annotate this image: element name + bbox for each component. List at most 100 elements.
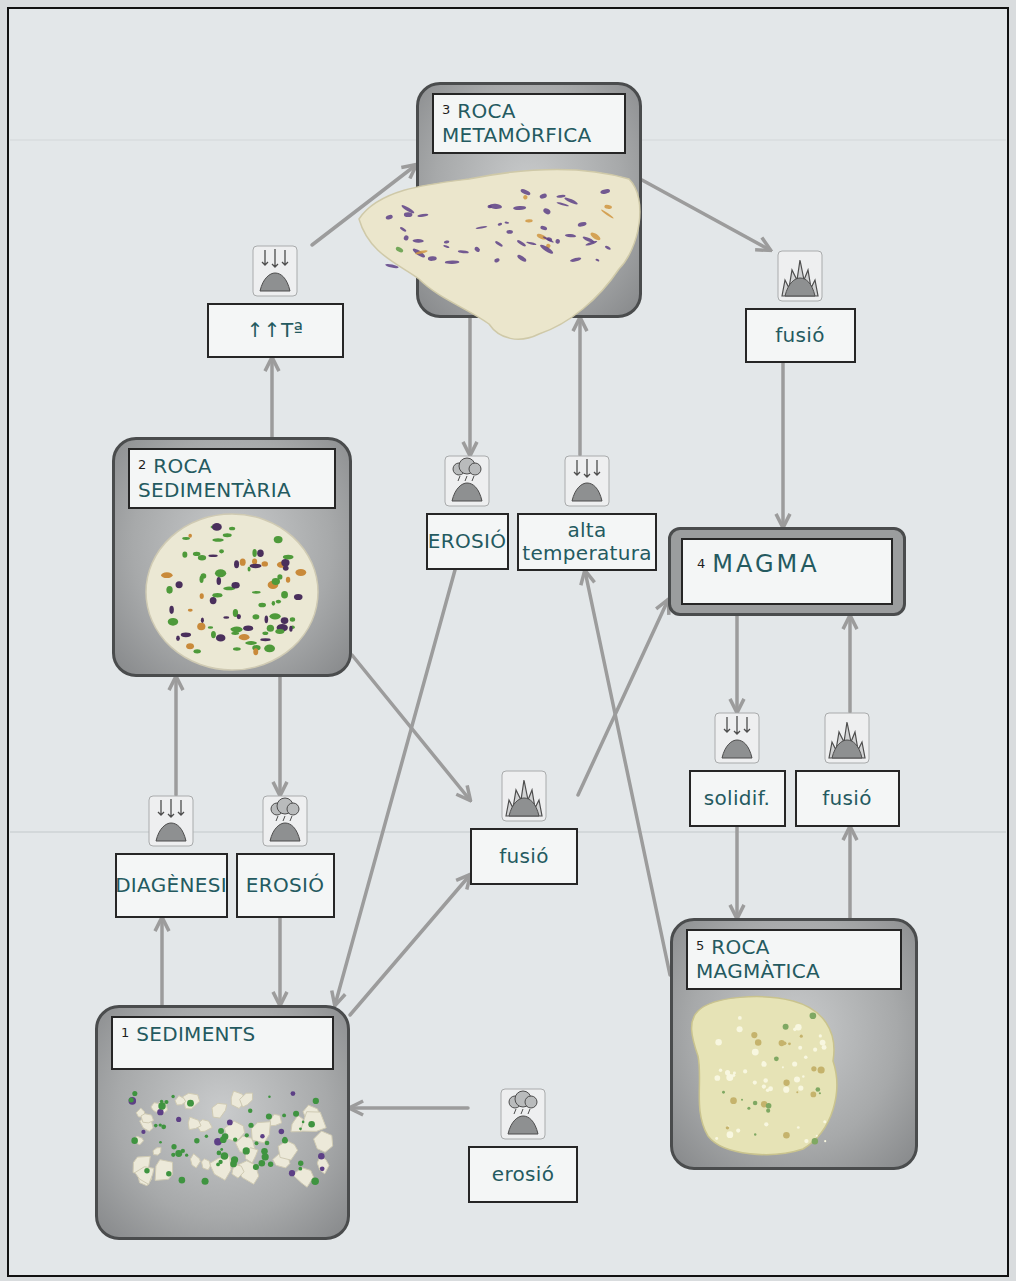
grain-speck bbox=[289, 626, 292, 632]
process-arrow bbox=[350, 1106, 468, 1110]
mineral-streak bbox=[556, 194, 565, 198]
sediment-crumb bbox=[293, 1168, 314, 1188]
grain-speck bbox=[168, 618, 178, 626]
grain-speck bbox=[265, 615, 269, 623]
icon-card bbox=[253, 246, 297, 296]
mineral-streak bbox=[412, 239, 423, 243]
icon-card bbox=[715, 713, 759, 763]
mound-symbol bbox=[508, 1116, 538, 1134]
grain-speck bbox=[260, 638, 270, 641]
icon-card bbox=[778, 251, 822, 301]
cloud-symbol bbox=[469, 463, 481, 475]
grain-speck bbox=[277, 574, 282, 579]
rock-box: 1SEDIMENTS bbox=[95, 1005, 350, 1240]
heat-arrows bbox=[158, 799, 184, 817]
crystal-speck bbox=[819, 1092, 821, 1094]
icon-card bbox=[502, 771, 546, 821]
process-arrow bbox=[350, 875, 470, 1015]
mineral-streak bbox=[582, 236, 595, 244]
process-icon bbox=[444, 455, 490, 507]
crystal-speck bbox=[802, 1075, 804, 1077]
mineral-streak bbox=[526, 241, 537, 246]
crystal-speck bbox=[822, 1045, 827, 1050]
process-node: fusió bbox=[745, 250, 856, 363]
grain-speck bbox=[289, 1170, 295, 1176]
sediment-crumb bbox=[190, 1154, 200, 1168]
process-icon bbox=[777, 250, 823, 302]
mineral-streak bbox=[604, 245, 611, 250]
process-node: fusió bbox=[795, 712, 900, 827]
crystal-speck bbox=[782, 1066, 784, 1068]
crystal-speck bbox=[761, 1062, 766, 1067]
crystal-speck bbox=[768, 1086, 773, 1091]
node-label: ↑↑Tª bbox=[247, 319, 303, 342]
crystal-speck bbox=[816, 1135, 818, 1137]
grain-speck bbox=[258, 603, 266, 608]
grain-speck bbox=[262, 561, 268, 566]
grain-speck bbox=[217, 577, 222, 585]
grain-speck bbox=[231, 627, 243, 633]
node-label: MAGMA bbox=[712, 550, 819, 578]
crystal-speck bbox=[811, 1066, 816, 1071]
process-arrow bbox=[578, 318, 582, 455]
grain-speck bbox=[154, 1124, 158, 1128]
grain-speck bbox=[132, 1091, 137, 1096]
grain-speck bbox=[227, 1120, 233, 1126]
crystal-speck bbox=[792, 1061, 797, 1066]
grain-speck bbox=[294, 594, 303, 600]
grain-speck bbox=[243, 626, 253, 631]
crystal-speck bbox=[722, 1091, 725, 1094]
grain-speck bbox=[259, 1160, 266, 1167]
crystal-speck bbox=[819, 1034, 822, 1037]
mineral-streak bbox=[404, 212, 413, 217]
grain-speck bbox=[295, 569, 306, 576]
callout-number: 2 bbox=[138, 457, 146, 472]
crystal-speck bbox=[755, 1039, 761, 1045]
callout-number: 5 bbox=[696, 938, 704, 953]
mound-symbol bbox=[156, 823, 186, 841]
mineral-streak bbox=[489, 203, 502, 209]
mineral-streak bbox=[417, 213, 428, 218]
metamorphic-sample bbox=[359, 170, 640, 340]
grain-speck bbox=[233, 1137, 237, 1141]
flame-symbol bbox=[506, 780, 542, 816]
crystal-speck bbox=[738, 1016, 742, 1020]
mineral-streak bbox=[474, 246, 481, 253]
grain-speck bbox=[182, 537, 190, 540]
grain-speck bbox=[269, 613, 280, 619]
process-icon bbox=[500, 1088, 546, 1140]
grain-speck bbox=[245, 1133, 249, 1137]
mineral-streak bbox=[385, 263, 399, 269]
process-icon bbox=[252, 245, 298, 297]
sediment-crumb bbox=[188, 1117, 201, 1130]
cloud-symbol bbox=[287, 803, 299, 815]
crystal-speck bbox=[797, 1126, 800, 1129]
mineral-streak bbox=[458, 250, 469, 254]
flame-symbol bbox=[829, 722, 865, 758]
grain-speck bbox=[157, 1109, 163, 1115]
grain-speck bbox=[182, 551, 187, 557]
grain-speck bbox=[219, 549, 224, 553]
process-icon bbox=[501, 770, 547, 822]
callout-number: 4 bbox=[697, 556, 705, 571]
sediment-crumb bbox=[300, 1112, 326, 1132]
crystal-speck bbox=[719, 1068, 722, 1071]
process-icon bbox=[714, 712, 760, 764]
grain-speck bbox=[205, 1135, 208, 1138]
crystal-speck bbox=[812, 1138, 818, 1144]
process-arrow bbox=[352, 655, 470, 800]
heat-arrows bbox=[262, 249, 288, 267]
process-box: ↑↑Tª bbox=[207, 303, 344, 358]
grain-speck bbox=[311, 1178, 318, 1185]
grain-speck bbox=[265, 1141, 270, 1146]
process-box: DIAGÈNESI bbox=[115, 853, 228, 918]
grain-speck bbox=[218, 1128, 224, 1134]
rain-symbol bbox=[276, 816, 292, 821]
node-label: SEDIMENTS bbox=[136, 1022, 255, 1046]
crystal-speck bbox=[733, 1072, 736, 1075]
crystal-speck bbox=[741, 1099, 743, 1101]
heat-arrows bbox=[574, 459, 600, 477]
mineral-streak bbox=[570, 257, 582, 263]
process-node: EROSIÓ bbox=[426, 455, 509, 570]
